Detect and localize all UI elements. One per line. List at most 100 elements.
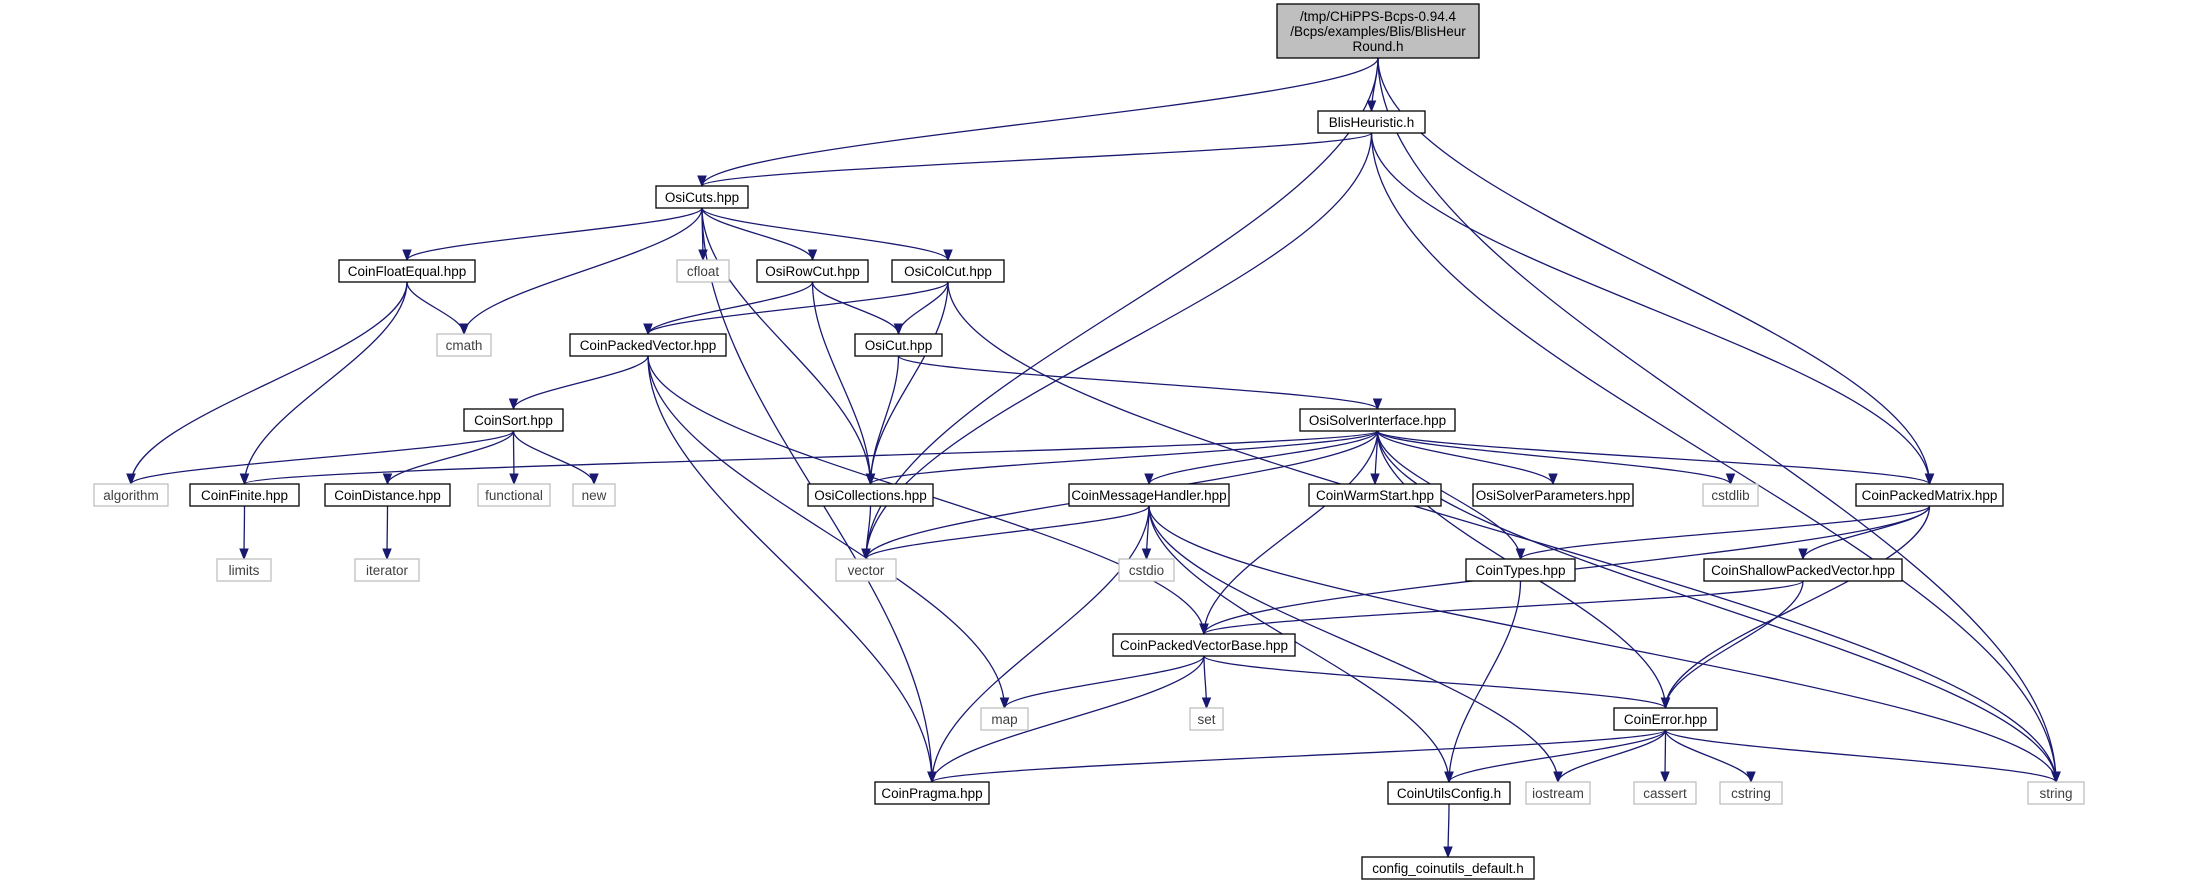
- edge-line: [869, 430, 1379, 485]
- edge-osicolcut-to-coinpackedvector: [643, 281, 949, 336]
- node-coinwarmstart[interactable]: CoinWarmStart.hpp: [1308, 483, 1442, 507]
- edge-line: [811, 281, 900, 335]
- edge-coinerror-to-iostream: [1553, 729, 1667, 784]
- node-vector: vector: [835, 558, 897, 582]
- node-label: CoinPackedMatrix.hpp: [1862, 488, 1998, 503]
- node-cstring: cstring: [1719, 781, 1783, 805]
- node-configdefault[interactable]: config_coinutils_default.h: [1361, 856, 1535, 880]
- node-box: [463, 408, 564, 432]
- edge-coindistance-to-iterator: [382, 505, 392, 561]
- node-box: [2027, 781, 2085, 805]
- node-box: [354, 558, 420, 582]
- node-osicollections[interactable]: OsiCollections.hpp: [807, 483, 934, 507]
- edge-line: [1519, 505, 1931, 560]
- node-label: BlisHeuristic.h: [1329, 115, 1415, 130]
- node-box: [874, 781, 990, 805]
- node-osicolcut[interactable]: OsiColCut.hpp: [891, 259, 1005, 283]
- node-osisolverinterface[interactable]: OsiSolverInterface.hpp: [1299, 408, 1456, 432]
- arrowhead: [865, 473, 876, 486]
- edge-line: [1448, 580, 1522, 783]
- node-root[interactable]: /tmp/CHiPPS-Bcps-0.94.4/Bcps/examples/Bl…: [1276, 3, 1480, 59]
- arrowhead: [1141, 548, 1152, 561]
- node-box: [676, 259, 730, 283]
- arrowhead: [697, 175, 707, 188]
- edge-line: [1377, 57, 2057, 783]
- edge-line: [406, 281, 465, 335]
- edge-osisolverinterface-to-coinmessagehandler: [1144, 430, 1379, 486]
- edge-line: [1148, 430, 1379, 485]
- edge-coinsort-to-new: [512, 430, 599, 486]
- node-osirowcut[interactable]: OsiRowCut.hpp: [756, 259, 869, 283]
- node-coinpackedmatrix[interactable]: CoinPackedMatrix.hpp: [1855, 483, 2004, 507]
- edge-line: [1376, 430, 1522, 560]
- edge-coinpackedvector-to-map: [647, 355, 1010, 710]
- node-box: [1308, 483, 1442, 507]
- node-label: cmath: [446, 338, 483, 353]
- arrowhead: [643, 323, 653, 336]
- edge-line: [406, 207, 703, 261]
- arrowhead: [1746, 771, 1756, 784]
- edge-line: [947, 281, 2057, 783]
- edge-line: [130, 281, 408, 485]
- edge-coinfinite-to-limits: [239, 505, 249, 561]
- node-label: CoinDistance.hpp: [334, 488, 441, 503]
- arrowhead: [239, 548, 249, 561]
- node-set: set: [1189, 707, 1224, 731]
- node-osicut[interactable]: OsiCut.hpp: [854, 333, 943, 357]
- node-label: limits: [229, 563, 260, 578]
- node-coinpackedvectorbase[interactable]: CoinPackedVectorBase.hpp: [1112, 633, 1296, 657]
- arrowhead: [509, 473, 519, 486]
- edge-coinpackedvectorbase-to-set: [1201, 655, 1212, 710]
- edge-blisheuristic-to-coinpackedmatrix: [1370, 132, 1935, 486]
- arrowhead: [927, 771, 937, 784]
- node-label: CoinSort.hpp: [474, 413, 553, 428]
- edge-osisolverinterface-to-coinpackedvectorbase: [1199, 430, 1379, 636]
- node-coindistance[interactable]: CoinDistance.hpp: [324, 483, 451, 507]
- edge-line: [931, 505, 1150, 783]
- node-coinsort[interactable]: CoinSort.hpp: [463, 408, 564, 432]
- node-box: [854, 333, 943, 357]
- edge-coinutilsconfig-to-configdefault: [1443, 803, 1453, 859]
- node-osicuts[interactable]: OsiCuts.hpp: [655, 185, 749, 209]
- node-new: new: [572, 483, 616, 507]
- node-label: OsiSolverParameters.hpp: [1476, 488, 1631, 503]
- edge-coinerror-to-coinpragma: [927, 729, 1667, 784]
- node-label: OsiCut.hpp: [865, 338, 933, 353]
- node-blisheuristic[interactable]: BlisHeuristic.h: [1317, 110, 1426, 134]
- node-iostream: iostream: [1525, 781, 1591, 805]
- file-nodes: /tmp/CHiPPS-Bcps-0.94.4/Bcps/examples/Bl…: [93, 3, 2085, 880]
- node-coinmessagehandler[interactable]: CoinMessageHandler.hpp: [1068, 483, 1230, 507]
- node-box: [189, 483, 300, 507]
- node-coinpragma[interactable]: CoinPragma.hpp: [874, 781, 990, 805]
- node-coinpackedvector[interactable]: CoinPackedVector.hpp: [569, 333, 727, 357]
- edge-coinpackedvector-to-coinsort: [508, 355, 649, 411]
- arrowhead: [893, 323, 904, 336]
- node-cointypes[interactable]: CoinTypes.hpp: [1465, 558, 1576, 582]
- node-label: /Bcps/examples/Blis/BlisHeur: [1290, 24, 1466, 39]
- edge-coinpackedvectorbase-to-map: [999, 655, 1205, 710]
- node-osisolverparameters[interactable]: OsiSolverParameters.hpp: [1472, 483, 1634, 507]
- edge-osicut-to-osicollections: [865, 355, 900, 486]
- node-coinutilsconfig[interactable]: CoinUtilsConfig.h: [1387, 781, 1511, 805]
- edge-line: [130, 430, 515, 485]
- node-coinshallowpackedvector[interactable]: CoinShallowPackedVector.hpp: [1703, 558, 1903, 582]
- edge-line: [647, 355, 1006, 709]
- edge-line: [701, 57, 1379, 187]
- edge-line: [647, 281, 814, 335]
- node-label: OsiColCut.hpp: [904, 264, 992, 279]
- node-coinfinite[interactable]: CoinFinite.hpp: [189, 483, 300, 507]
- node-label: config_coinutils_default.h: [1372, 861, 1524, 876]
- arrowhead: [1515, 548, 1526, 561]
- edge-line: [243, 430, 1379, 485]
- node-label: OsiCuts.hpp: [665, 190, 739, 205]
- edge-coinerror-to-coinutilsconfig: [1444, 729, 1667, 784]
- edge-line: [1203, 655, 1667, 709]
- node-box: [835, 558, 897, 582]
- edge-osicuts-to-osirowcut: [701, 207, 818, 262]
- node-coinfloatequal[interactable]: CoinFloatEqual.hpp: [338, 259, 476, 283]
- edge-line: [1802, 505, 1931, 560]
- arrowhead: [1553, 771, 1563, 784]
- node-coinerror[interactable]: CoinError.hpp: [1613, 707, 1718, 731]
- edge-line: [1203, 580, 1804, 635]
- edge-cointypes-to-coinutilsconfig: [1444, 580, 1522, 784]
